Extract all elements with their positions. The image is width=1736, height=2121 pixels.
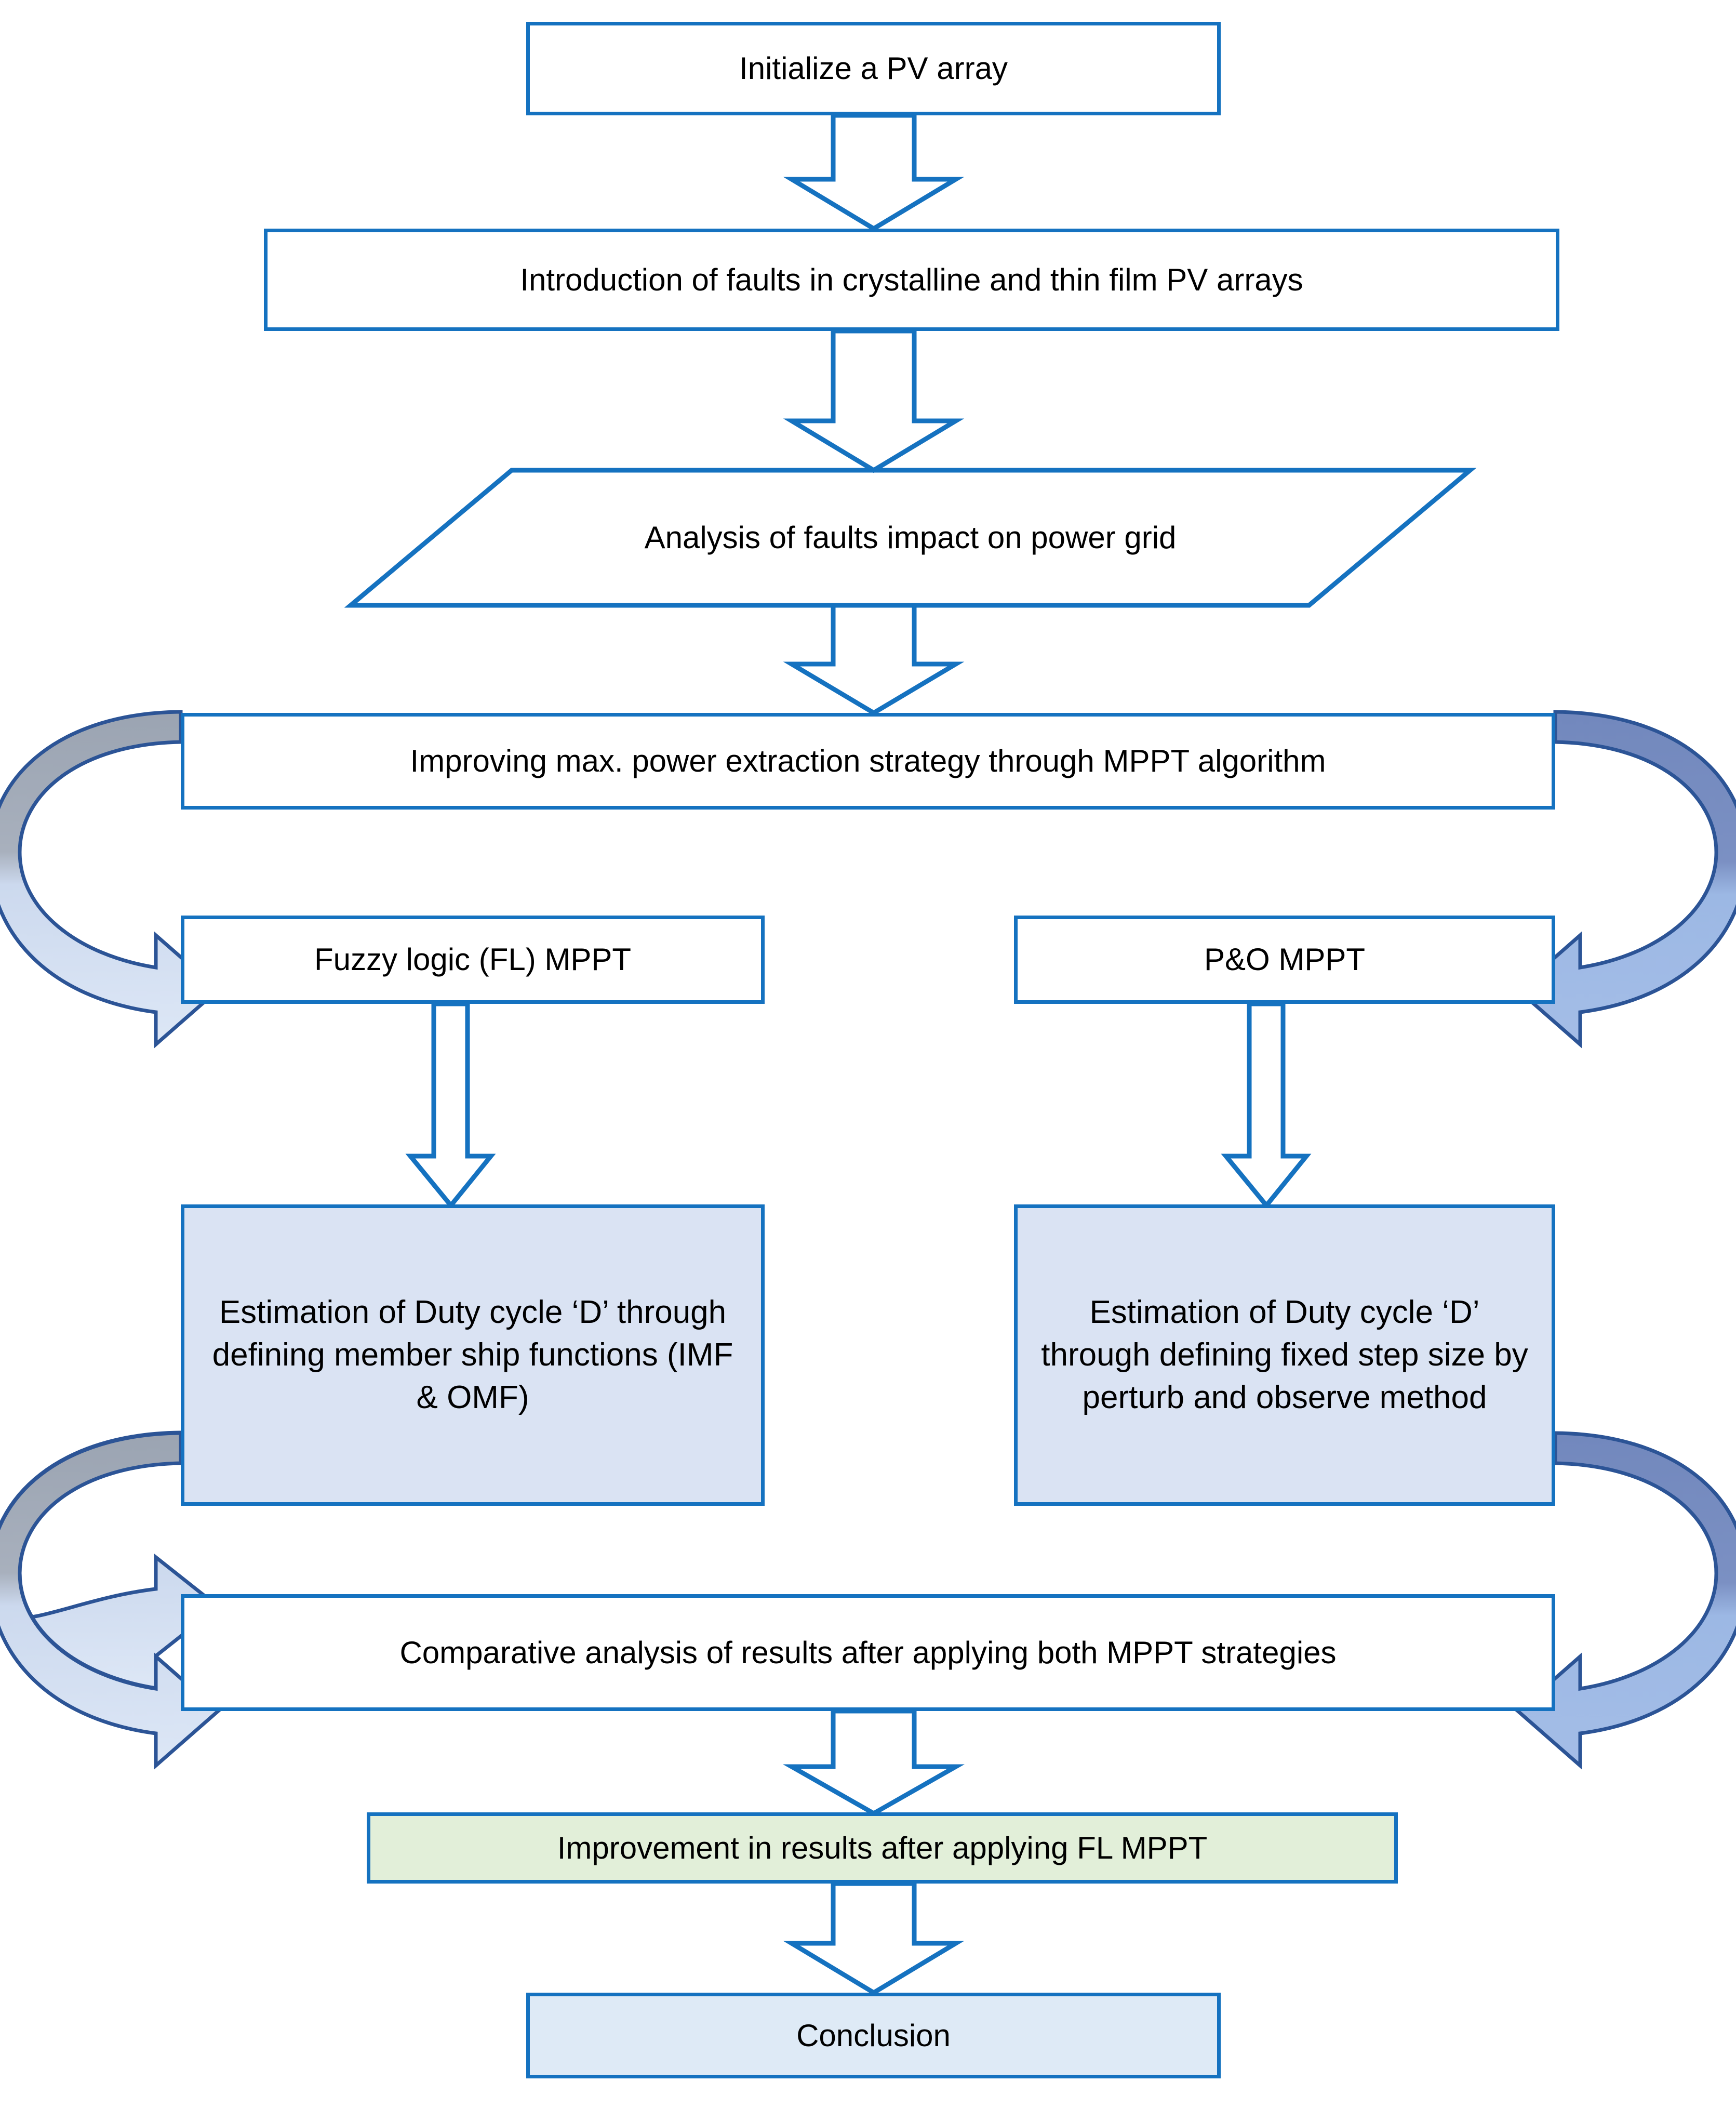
arrow-po-to-duty [1221,1001,1312,1210]
arrow-comparative-to-improvement [783,1708,965,1817]
node-label: Analysis of faults impact on power grid [644,520,1177,555]
node-conclusion[interactable]: Conclusion [526,1993,1221,2078]
node-label: Initialize a PV array [739,51,1008,86]
node-fuzzy-logic-mppt[interactable]: Fuzzy logic (FL) MPPT [181,916,765,1004]
node-improvement-in-results[interactable]: Improvement in results after applying FL… [367,1812,1398,1884]
arrow-init-to-faults [783,113,965,232]
loop-arrow-left-mppt-to-fl [0,710,221,1049]
node-initialize-pv-array[interactable]: Initialize a PV array [526,22,1221,115]
arrow-analysis-to-mppt [783,603,965,716]
node-comparative-analysis[interactable]: Comparative analysis of results after ap… [181,1594,1555,1711]
node-label: Fuzzy logic (FL) MPPT [314,942,632,977]
loop-arrow-right-duty-to-comparative [1515,1431,1736,1770]
node-duty-cycle-po[interactable]: Estimation of Duty cycle ‘D’ through def… [1014,1204,1555,1506]
loop-arrow-right-mppt-to-po [1515,710,1736,1049]
node-label: Comparative analysis of results after ap… [399,1635,1337,1670]
loop-arrow-left-duty-to-comparative-shape [0,1431,221,1770]
node-label: P&O MPPT [1204,942,1366,977]
node-po-mppt[interactable]: P&O MPPT [1014,916,1555,1004]
node-introduction-of-faults[interactable]: Introduction of faults in crystalline an… [264,229,1559,331]
node-duty-cycle-fuzzy[interactable]: Estimation of Duty cycle ‘D’ through def… [181,1204,765,1506]
arrow-improvement-to-conclusion [783,1881,965,1996]
node-label: Estimation of Duty cycle ‘D’ through def… [1041,1294,1528,1415]
arrow-fl-to-duty [405,1001,496,1210]
node-label: Improving max. power extraction strategy… [410,744,1326,779]
node-improving-max-power-extraction[interactable]: Improving max. power extraction strategy… [181,713,1555,810]
node-analysis-of-faults-impact[interactable]: Analysis of faults impact on power grid [351,470,1470,605]
node-label: Introduction of faults in crystalline an… [520,262,1303,297]
arrow-faults-to-analysis [783,328,965,473]
node-label: Estimation of Duty cycle ‘D’ through def… [212,1294,733,1415]
node-label: Conclusion [796,2018,951,2053]
node-label: Improvement in results after applying FL… [557,1830,1208,1865]
parallelogram-analysis-of-faults-impact [344,468,1477,608]
